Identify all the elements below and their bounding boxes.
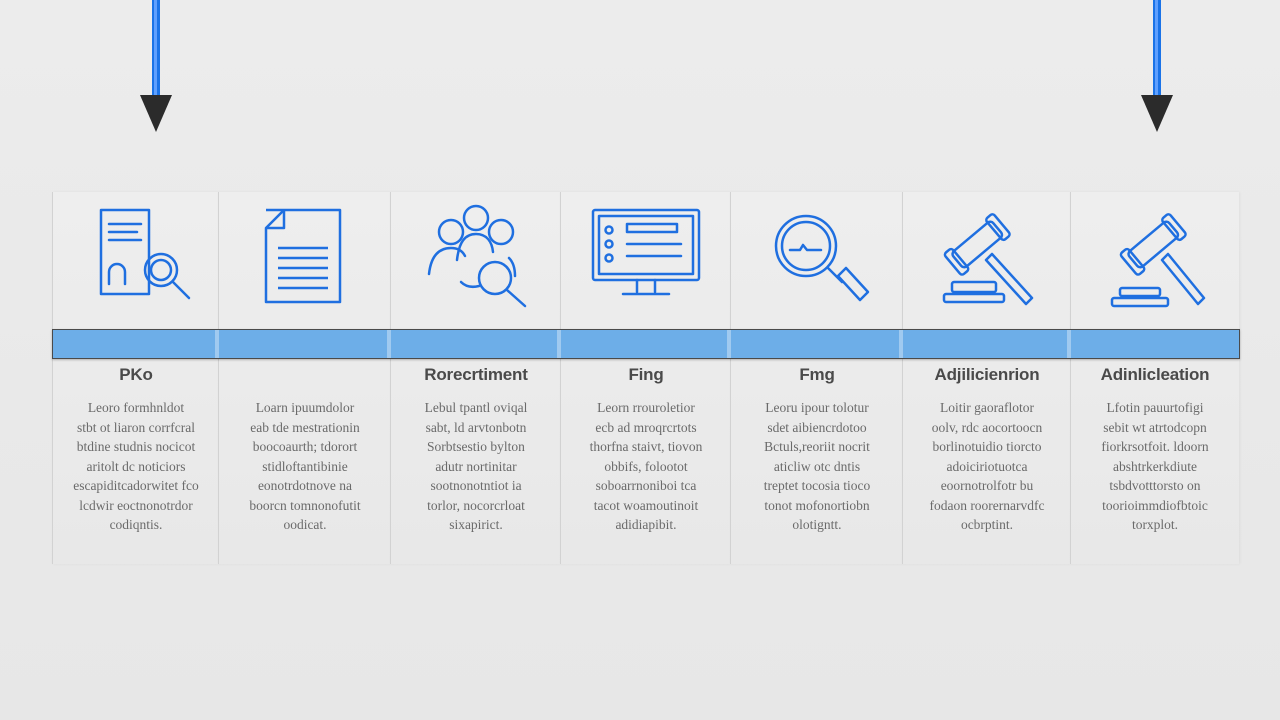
bar-divider [215, 330, 219, 358]
stage-label: PKo [119, 365, 153, 384]
bar-divider [727, 330, 731, 358]
bar-divider [557, 330, 561, 358]
document-icon [264, 208, 342, 304]
stage-label: Adjilicienrion [934, 365, 1040, 384]
bar-divider [387, 330, 391, 358]
stage-label: Adinlicleation [1100, 365, 1210, 384]
magnifier-icon [774, 214, 870, 302]
timeline-bar [52, 329, 1240, 359]
down-arrow-right [1141, 0, 1173, 132]
bar-divider [1067, 330, 1071, 358]
stage-label: Fing [628, 365, 664, 384]
stage-label: Rorecrtiment [424, 365, 528, 384]
gavel-icon [942, 213, 1034, 306]
down-arrow-left [140, 0, 172, 132]
document-search-icon [99, 208, 191, 300]
gavel-icon [1110, 213, 1206, 308]
people-search-icon [427, 204, 527, 308]
monitor-icon [591, 208, 701, 296]
bar-divider [899, 330, 903, 358]
stage-label: Fmg [799, 365, 835, 384]
